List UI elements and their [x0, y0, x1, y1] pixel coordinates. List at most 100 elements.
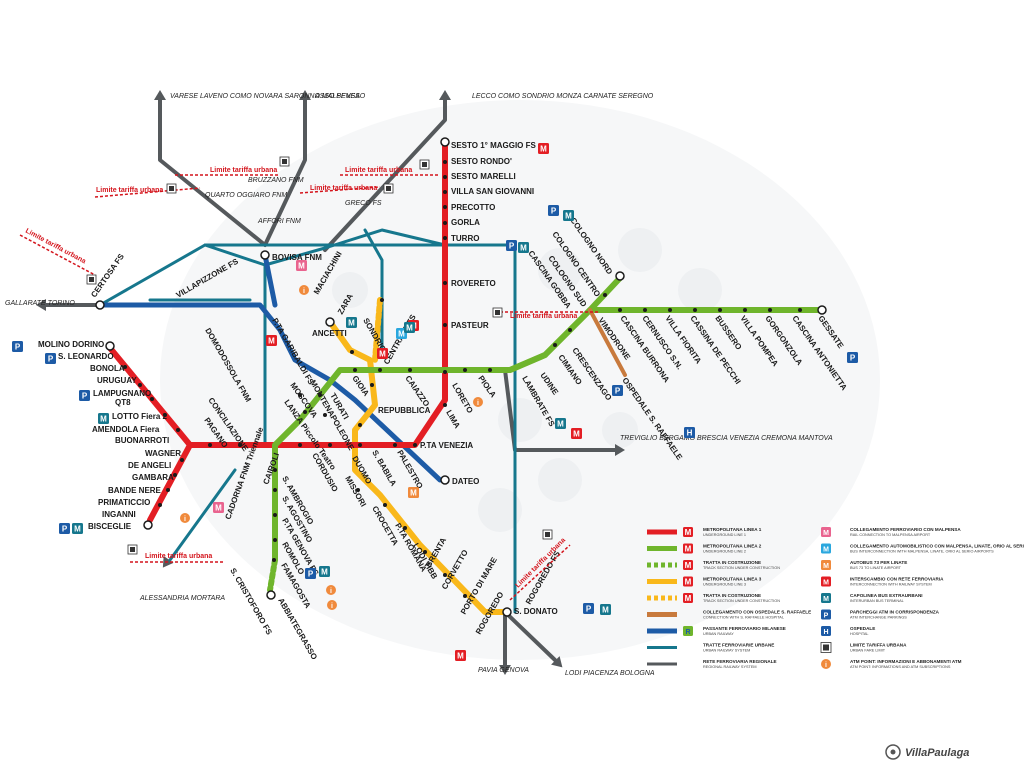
legend-subtitle: URBAN RAILWAY SYSTEM [703, 649, 750, 653]
arrow-icon [499, 665, 511, 675]
station-sesto-1-maggio: SESTO 1° MAGGIO FS [451, 141, 537, 150]
linate-bus-icon: M [408, 487, 419, 498]
limit-label: Limite tariffa urbana [24, 228, 87, 266]
railway-interchange-icon: M [538, 143, 549, 154]
metro-icon: M [683, 543, 693, 554]
arrow-icon [154, 90, 166, 100]
svg-text:M: M [602, 606, 609, 615]
svg-text:P: P [824, 613, 829, 620]
svg-text:P: P [82, 392, 88, 401]
legend-subtitle: ATM POINT: INFORMATIONS AND ATM SUBSCRIP… [850, 665, 951, 669]
legend-icon: M [821, 527, 831, 537]
fare-limit-icon [492, 307, 503, 318]
svg-text:i: i [184, 516, 186, 523]
station-dateo: DATEO [452, 477, 479, 486]
station-lotto: LOTTO Fiera 2 [112, 412, 168, 421]
legend-title: TRATTA IN COSTRUZIONE [703, 593, 761, 598]
svg-text:M: M [398, 330, 405, 339]
credit-logo: VillaPaulaga [885, 744, 969, 760]
svg-text:i: i [303, 288, 305, 295]
svg-text:M: M [540, 145, 547, 154]
legend-icon: i [821, 659, 831, 669]
dest-treviglio: TREVIGLIO BERGAMO BRESCIA VENEZIA CREMON… [620, 435, 833, 442]
limit-label: Limite tariffa urbana [345, 167, 412, 174]
svg-text:M: M [74, 525, 81, 534]
metro-icon: M [683, 560, 693, 570]
svg-text:M: M [685, 528, 692, 537]
bus-terminal-icon: M [404, 322, 415, 333]
metro-icon: M [683, 576, 693, 587]
map-icons: PPPPPPPPPPHMMMMMMMMMMMMMMMMMMMiiiii [12, 143, 858, 661]
atm-point-icon: i [299, 285, 309, 295]
station-ancetti: ANCETTI [312, 329, 347, 338]
atm-point-icon: i [327, 600, 337, 610]
legend-title: METROPOLITANA LINEA 3 [703, 577, 762, 582]
hospital-link [588, 308, 627, 377]
svg-text:P: P [551, 207, 557, 216]
svg-text:M: M [823, 547, 829, 554]
legend-icon [820, 642, 832, 653]
station-precotto: PRECOTTO [451, 203, 495, 212]
dest-pavia: PAVIA GENOVA [478, 667, 529, 674]
bus-terminal-icon: M [319, 566, 330, 577]
station-repubblica: REPUBBLICA [378, 406, 431, 415]
arrow-icon [439, 90, 451, 100]
urban-railway [98, 228, 517, 614]
limit-label: Limite tariffa urbana [510, 313, 577, 320]
railway-interchange-icon: M [571, 428, 582, 439]
svg-text:M: M [410, 489, 417, 498]
legend-title: COLLEGAMENTO FERROVIARIO CON MALPENSA [850, 527, 961, 532]
station-quarto-oggiaro: QUARTO OGGIARO FNM [205, 192, 287, 199]
legend-title: AUTOBUS 73 PER LINATE [850, 560, 907, 565]
legend-subtitle: REGIONAL RAILWAY SYSTEM [703, 665, 757, 669]
svg-text:M: M [379, 350, 386, 359]
fare-limit-icon [279, 156, 290, 167]
legend-subtitle: INTERURBAN BUS TERMINAL [850, 599, 904, 603]
svg-text:M: M [215, 504, 222, 513]
legend-title: INTERSCAMBIO CON RETE FERROVIARIA [850, 577, 944, 582]
legend-subtitle: RAIL CONNECTION TO MALPENSA AIRPORT [850, 533, 931, 537]
svg-text:P: P [308, 570, 314, 579]
station-affori: AFFORI FNM [257, 218, 301, 225]
fare-limit-icon [542, 529, 553, 540]
metro-icon: M [683, 593, 693, 603]
legend-subtitle: TRACK SECTION UNDER CONSTRUCTION [703, 566, 780, 570]
legend-icon: M [821, 560, 831, 570]
svg-text:M: M [685, 578, 692, 587]
dest-alessandria: ALESSANDRIA MORTARA [139, 595, 225, 602]
station-dots [123, 160, 802, 598]
arrow-icon [551, 656, 563, 668]
svg-text:M: M [685, 545, 692, 554]
fare-limit-icon [383, 183, 394, 194]
station-san-leonardo: S. LEONARDO [58, 352, 114, 361]
legend-icon: M [821, 593, 831, 603]
legend-subtitle: TRACK SECTION UNDER CONSTRUCTION [703, 599, 780, 603]
svg-text:M: M [685, 561, 692, 570]
station-de-angeli: DE ANGELI [128, 461, 171, 470]
arrow-icon [162, 556, 174, 568]
parking-icon: P [79, 390, 90, 401]
station-rovereto: ROVERETO [451, 279, 496, 288]
legend-subtitle: INTERCONNECTION WITH RAILWAY SYSTEM [850, 583, 932, 587]
legend-title: COLLEGAMENTO CON OSPEDALE S. RAFFAELE [703, 610, 811, 615]
station-uruguay: URUGUAY [97, 376, 137, 385]
svg-text:M: M [100, 415, 107, 424]
station-gorla: GORLA [451, 218, 480, 227]
legend-title: OSPEDALE [850, 626, 875, 631]
svg-text:P: P [62, 525, 68, 534]
station-porta-venezia: P.TA VENEZIA [420, 441, 473, 450]
atm-point-icon: i [326, 585, 336, 595]
atm-point-icon: i [473, 397, 483, 407]
station-amendola: AMENDOLA Fiera [92, 425, 160, 434]
station-buonarroti: BUONARROTI [115, 436, 169, 445]
